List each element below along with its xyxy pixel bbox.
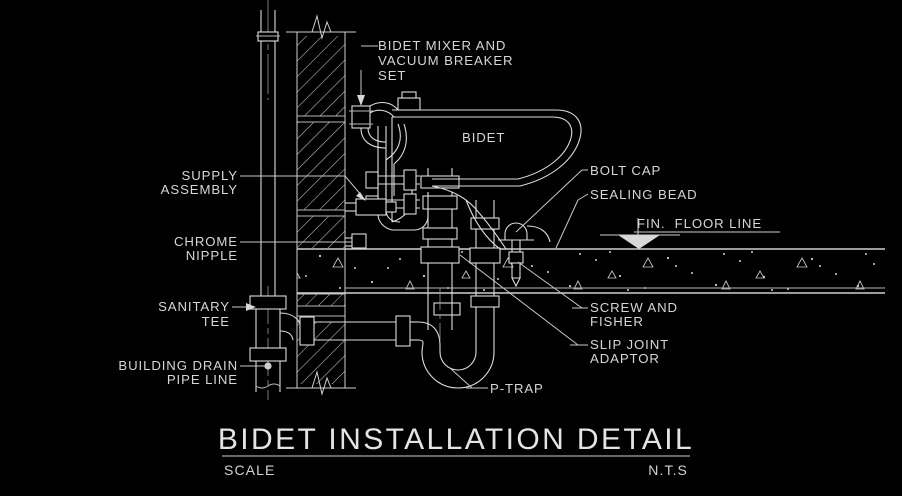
label-chrome-nipple-line1: CHROME [174, 234, 238, 249]
chrome-nipple [345, 233, 367, 249]
label-slip-joint-line1: SLIP JOINT [590, 337, 669, 352]
concrete-hatch [297, 251, 875, 291]
label-slip-joint-line2: ADAPTOR [590, 351, 660, 366]
hatched-wall [286, 14, 356, 396]
label-sanitary-tee-line1: SANITARY [158, 299, 230, 314]
sanitary-tee [249, 286, 345, 400]
label-bidet-mixer-line1: BIDET MIXER AND [378, 38, 506, 53]
label-screw-and-fisher-line2: FISHER [590, 314, 644, 329]
label-sanitary-tee-line2: TEE [202, 314, 230, 329]
label-supply-assembly-line2: ASSEMBLY [161, 182, 238, 197]
label-building-drain-line2: PIPE LINE [167, 372, 238, 387]
label-fin-floor-line: FIN. FLOOR LINE [637, 216, 762, 231]
screw-and-fisher [508, 240, 524, 288]
vertical-drop-pipe [420, 168, 501, 340]
label-p-trap: P-TRAP [490, 381, 544, 396]
drawing-title: BIDET INSTALLATION DETAIL [218, 423, 694, 456]
label-bidet: BIDET [462, 130, 505, 145]
finished-floor-line-marker [600, 218, 780, 249]
label-building-drain-line1: BUILDING DRAIN [118, 358, 238, 373]
label-supply-assembly-line1: SUPPLY [182, 168, 238, 183]
title-block: BIDET INSTALLATION DETAIL SCALE N.T.S [218, 423, 694, 478]
label-bidet-mixer-line2: VACUUM BREAKER [378, 53, 513, 68]
bidet-mixer-and-vacuum-breaker-set [349, 70, 421, 215]
supply-assembly [344, 175, 397, 216]
bidet-fixture [377, 109, 582, 250]
leader-lines [232, 45, 589, 389]
bolt-cap [498, 222, 534, 241]
sealing-bead [526, 225, 551, 243]
slip-joint-adaptor-upper [422, 195, 458, 210]
supply-riser-pipe [256, 0, 280, 300]
slip-joint-adaptor-lower [420, 246, 460, 264]
scale-label: SCALE [224, 462, 275, 478]
label-bolt-cap: BOLT CAP [590, 163, 661, 178]
label-sealing-bead: SEALING BEAD [590, 187, 698, 202]
label-screw-and-fisher-line1: SCREW AND [590, 300, 678, 315]
label-chrome-nipple-line2: NIPPLE [186, 248, 238, 263]
scale-value: N.T.S [648, 462, 688, 478]
concrete-floor-slab [297, 248, 885, 294]
label-bidet-mixer-line3: SET [378, 68, 406, 83]
p-trap [345, 302, 495, 389]
